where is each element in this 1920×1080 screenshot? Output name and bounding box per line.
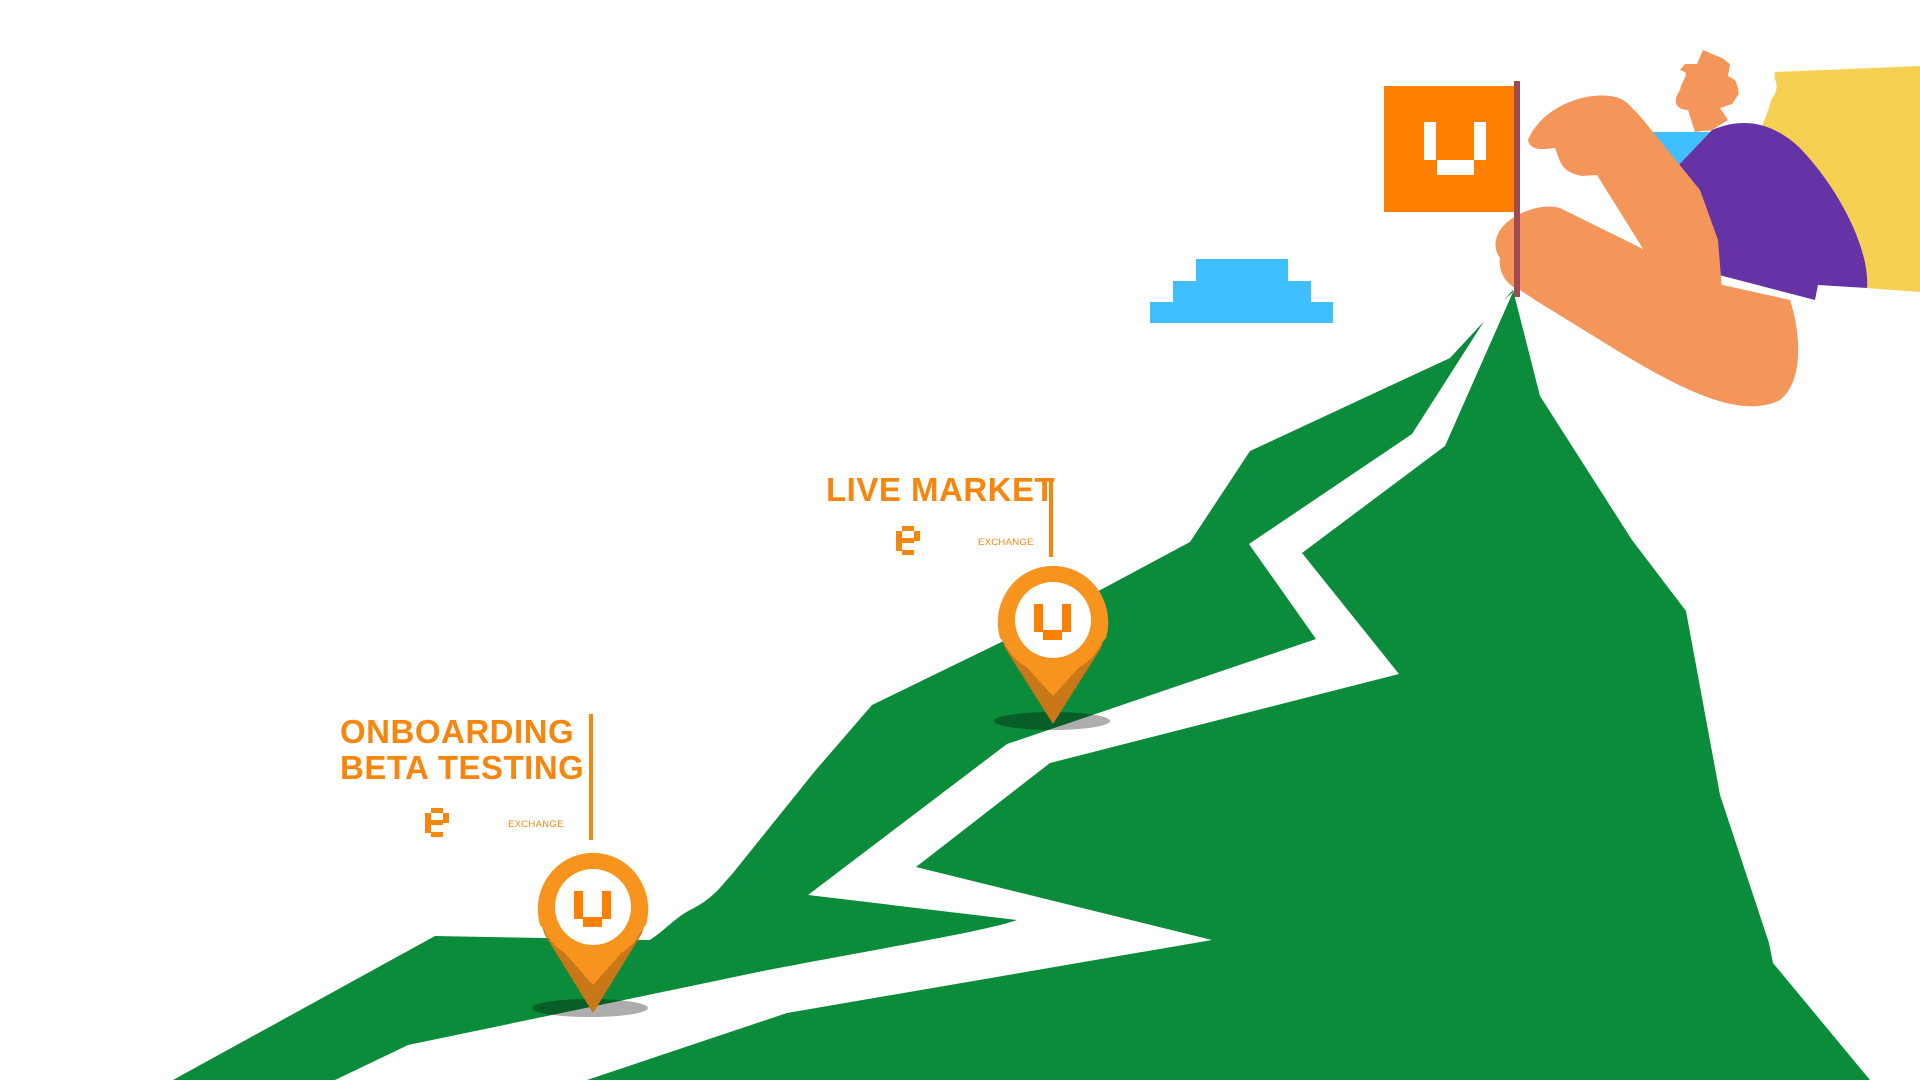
pixel-u-logo-icon (574, 891, 611, 927)
milestone-title-line: BETA TESTING (340, 749, 585, 786)
holding-arm (1495, 206, 1799, 407)
flag-pole (1514, 81, 1520, 297)
exchange-e-logo-icon (425, 808, 449, 837)
milestone-pin-live-market[interactable] (994, 566, 1110, 730)
milestone-pin-onboarding[interactable] (532, 853, 649, 1017)
milestone-title-line: LIVE MARKET (826, 471, 1056, 508)
pin-inner (1015, 582, 1091, 658)
pointing-arm (1528, 95, 1722, 300)
shirt (1672, 123, 1868, 301)
milestone-title-live-market: LIVE MARKET (826, 472, 1055, 508)
exchange-e-logo-icon (896, 526, 920, 555)
milestone-title-line: ONBOARDING (340, 713, 575, 750)
exchange-label: EXCHANGE (978, 537, 1034, 548)
exchange-label: EXCHANGE (508, 819, 564, 830)
pixel-u-logo-icon (1034, 604, 1071, 640)
character-head (1675, 50, 1740, 132)
pin-inner (555, 869, 631, 945)
mountain (173, 290, 1870, 1080)
mountain-trail (335, 292, 1513, 1080)
milestone-title-onboarding: ONBOARDING BETA TESTING (340, 713, 585, 786)
hair (1735, 71, 1777, 109)
milestone-connector-line (589, 714, 593, 840)
cape (1760, 66, 1920, 292)
milestone-connector-line (1049, 478, 1053, 557)
pixel-cloud (1150, 259, 1333, 323)
pixel-u-flag-icon (1424, 122, 1486, 175)
summit-flag (1384, 86, 1514, 212)
